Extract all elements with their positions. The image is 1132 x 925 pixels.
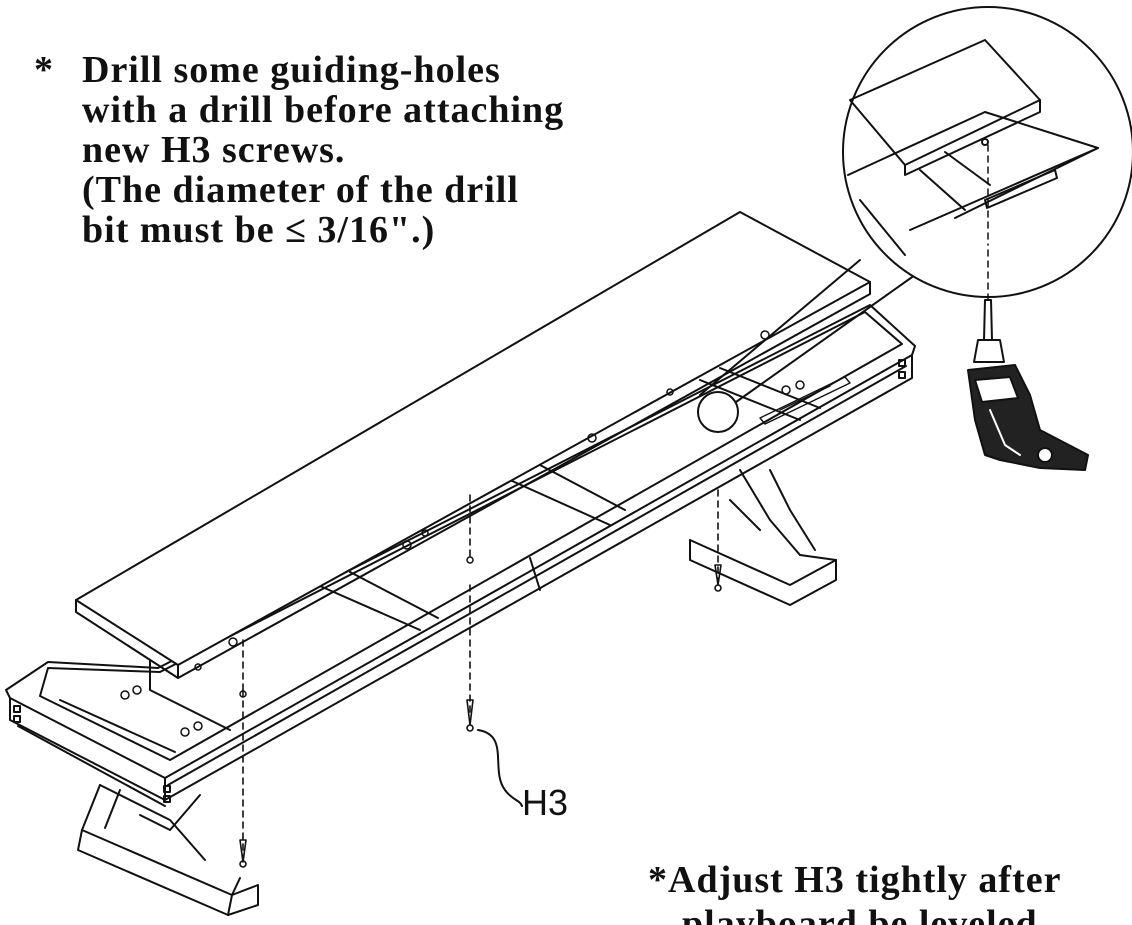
right-leg xyxy=(689,469,837,606)
note-line: Drill some guiding-holes xyxy=(82,49,501,91)
control-panel xyxy=(759,376,851,425)
note-line: new H3 screws. xyxy=(82,129,346,171)
part-label-h3: H3 xyxy=(522,782,569,823)
note-line: with a drill before attaching xyxy=(82,89,565,131)
note-line: bit must be ≤ 3/16".) xyxy=(82,209,436,251)
drill-icon xyxy=(967,249,1089,471)
note-line: Adjust H3 tightly after xyxy=(668,859,1062,901)
note-asterisk: * xyxy=(34,49,54,91)
playboard xyxy=(75,211,871,679)
bench-frame xyxy=(5,304,916,807)
screw-guides xyxy=(242,489,719,861)
magnifier-leader xyxy=(697,259,916,433)
part-callout-leader xyxy=(477,729,523,807)
adjust-note: *Adjust H3 tightly after playboard be le… xyxy=(648,858,1061,925)
note-line: (The diameter of the drill xyxy=(82,169,519,211)
fastener-marks xyxy=(120,330,805,737)
screw-icon xyxy=(239,564,722,868)
note-asterisk: * xyxy=(648,859,668,901)
note-line: playboard be leveled. xyxy=(682,903,1049,925)
left-leg xyxy=(77,784,259,916)
drilling-note: * Drill some guiding-holes with a drill b… xyxy=(34,50,564,250)
